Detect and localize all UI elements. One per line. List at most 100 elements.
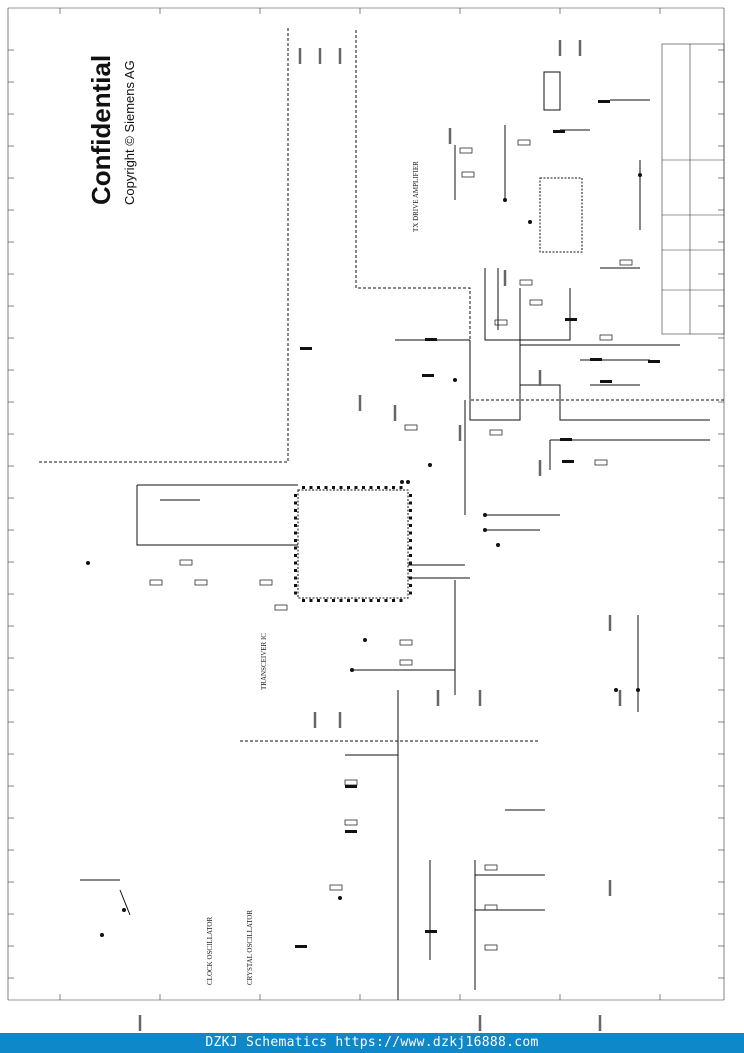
chip-pin (409, 546, 412, 550)
chip-pin (409, 494, 412, 497)
chip-pin (309, 486, 313, 489)
chip-pin (409, 516, 412, 520)
chip-pin (294, 584, 297, 587)
chip-pin (294, 539, 297, 542)
resistor (594, 459, 608, 466)
chip-pin (332, 486, 335, 489)
resistor (344, 819, 358, 826)
chip-pin (339, 599, 343, 602)
block-labels: TX DRIVE AMPLIFIER TRANSCEIVER IC CLOCK … (206, 161, 420, 985)
junction-dot (528, 220, 532, 224)
chip-pin (294, 561, 297, 565)
confidential-region (38, 28, 724, 463)
capacitor (295, 945, 307, 948)
resistor (179, 559, 193, 566)
title-block (661, 43, 725, 335)
chip-pin (409, 501, 412, 505)
resistor (459, 147, 473, 154)
resistor (484, 904, 498, 911)
chip-pin (392, 599, 395, 602)
chip-pin (409, 531, 412, 535)
confidential-title: Confidential (86, 55, 116, 205)
resistor (344, 779, 358, 786)
junction-dot (496, 543, 500, 547)
junctions (86, 173, 642, 937)
resistor (489, 429, 503, 436)
clock-oscillator-label: CLOCK OSCILLATOR (206, 917, 214, 985)
junction-dot (428, 463, 432, 467)
resistor (399, 659, 413, 666)
chip-pin (317, 599, 320, 602)
chip-pin (294, 524, 297, 527)
chip-pin (409, 561, 412, 565)
chip-pin (377, 486, 380, 489)
crystal-oscillator-label: CRYSTAL OSCILLATOR (246, 910, 254, 985)
tx-amplifier-chip (539, 177, 583, 253)
chip-pin (294, 554, 297, 557)
chip-pin (294, 591, 297, 595)
chip-pin (294, 569, 297, 572)
capacitor (300, 347, 312, 350)
resistor (494, 319, 508, 326)
chip-pin (302, 599, 305, 602)
junction-dot (638, 173, 642, 177)
junction-dot (636, 688, 640, 692)
capacitor (565, 318, 577, 321)
resistor (399, 639, 413, 646)
resistor (404, 424, 418, 431)
junction-dot (363, 638, 367, 642)
chip-pin (309, 599, 313, 602)
chip-pin (409, 539, 412, 542)
resistor (274, 604, 288, 611)
chip-pin (339, 486, 343, 489)
chip-pin (384, 486, 388, 489)
wiring (80, 99, 710, 1000)
resistor (529, 299, 543, 306)
footer-banner: DZKJ Schematics https://www.dzkj16888.co… (0, 1033, 744, 1053)
junction-dot (614, 688, 618, 692)
chip-pin (377, 599, 380, 602)
capacitor (648, 360, 660, 363)
junction-dot (483, 513, 487, 517)
chip-pin (347, 599, 350, 602)
resistor (484, 944, 498, 951)
junction-dot (338, 896, 342, 900)
chip-pin (369, 486, 373, 489)
connector-chip (543, 71, 561, 111)
chip-pin (399, 599, 403, 602)
junction-dot (100, 933, 104, 937)
chip-pin (317, 486, 320, 489)
junction-dot (86, 561, 90, 565)
junction-dot (350, 668, 354, 672)
capacitor (598, 100, 610, 103)
junction-dot (122, 908, 126, 912)
resistor (461, 171, 475, 178)
chip-pin (362, 599, 365, 602)
chip-pin (399, 486, 403, 489)
junction-dot (503, 198, 507, 202)
junction-dot (483, 528, 487, 532)
resistor (599, 334, 613, 341)
chip-pin (332, 599, 335, 602)
resistor (619, 259, 633, 266)
copyright-text: Copyright © Siemens AG (122, 60, 137, 205)
chip-pin (294, 501, 297, 505)
capacitor (425, 338, 437, 341)
capacitor (600, 380, 612, 383)
resistor (149, 579, 163, 586)
chip-pin (409, 509, 412, 512)
junction-dot (406, 480, 410, 484)
capacitor (345, 785, 357, 788)
chip-pin (409, 524, 412, 527)
resistor (519, 279, 533, 286)
chip-pin (362, 486, 365, 489)
resistor (484, 864, 498, 871)
chip-pin (369, 599, 373, 602)
chip-pin (294, 516, 297, 520)
chip-pin (294, 576, 297, 580)
transceiver-label: TRANSCEIVER IC (260, 633, 268, 690)
chip-pin (392, 486, 395, 489)
chip-pin (409, 569, 412, 572)
